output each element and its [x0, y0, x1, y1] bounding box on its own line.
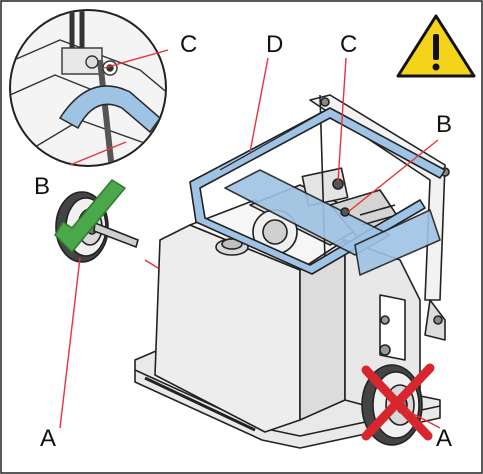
label-b-right: B: [436, 111, 452, 138]
pointer-c-main: [337, 57, 347, 183]
label-c-mid: C: [340, 31, 357, 58]
label-c-top: C: [180, 31, 197, 58]
pointer-c-detail: [103, 49, 169, 69]
pointer-a-right: [405, 409, 441, 429]
label-d-top: D: [266, 31, 283, 58]
pointer-b-detail: [69, 141, 127, 166]
cross-icon: [361, 363, 435, 441]
pointer-d: [249, 57, 269, 153]
pointer-b-main: [347, 139, 439, 213]
pointer-a-left: [59, 257, 81, 429]
pointer-housing: [144, 259, 159, 269]
label-a-bottom-left: A: [40, 425, 56, 452]
plate-compactor: [134, 94, 450, 449]
checkmark-icon: [54, 179, 126, 253]
label-a-bottom-right: A: [436, 425, 452, 452]
pointer-lines: [59, 49, 441, 429]
detail-magnifier: [9, 9, 167, 167]
warning-triangle-icon: [396, 14, 476, 78]
label-b-left: B: [34, 173, 50, 200]
